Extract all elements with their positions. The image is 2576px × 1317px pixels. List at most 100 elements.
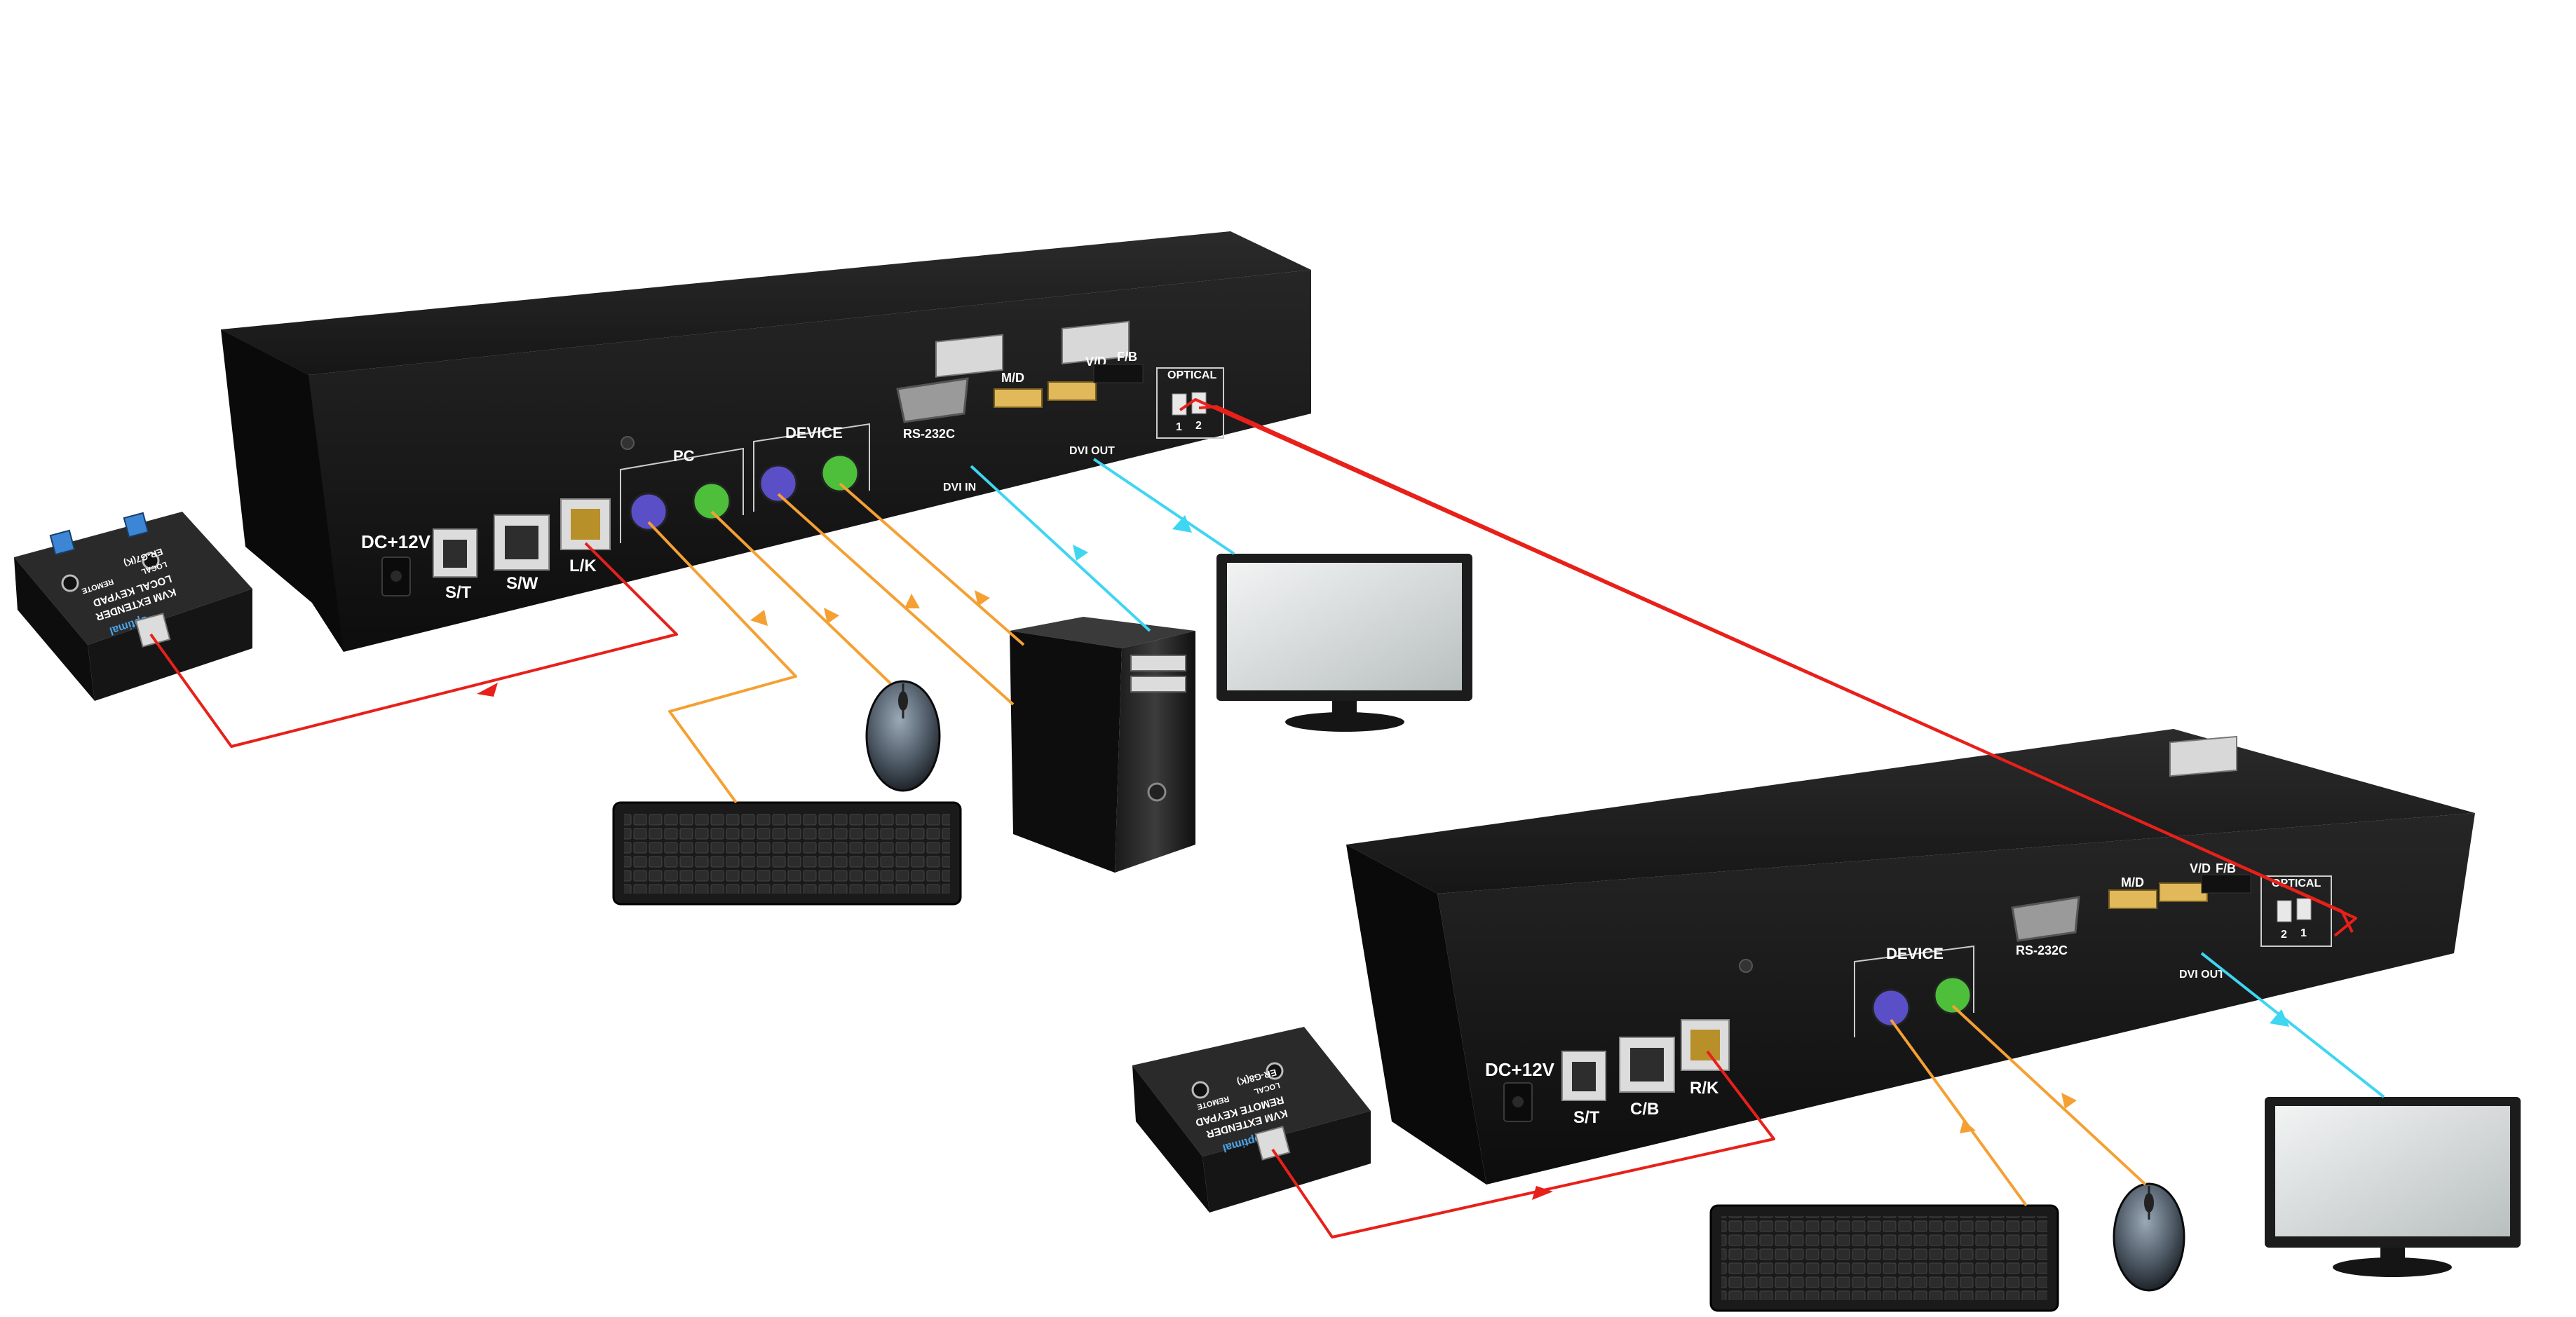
- local-port-lk-jack: [571, 509, 600, 540]
- dvi-out-to-local-monitor-cable-arrow: [1172, 515, 1192, 533]
- local-mouse-cable: [710, 510, 892, 685]
- remote-unit-side: [1346, 845, 1486, 1185]
- remote-optical-port-2[interactable]: [2277, 900, 2292, 922]
- local-device-group-frame: [753, 423, 870, 512]
- remote-device-group-frame: [1854, 945, 1974, 1037]
- local-optical-label: OPTICAL: [1167, 369, 1216, 381]
- remote-dvi-out-label: DVI OUT: [2179, 969, 2225, 981]
- remote-optical-port-1[interactable]: [2296, 898, 2312, 920]
- remote-optical-port-1-label: 1: [2300, 927, 2307, 939]
- remote-md-label: M/D: [2121, 875, 2144, 889]
- local-pc-ps2-mouse-port[interactable]: [692, 482, 731, 521]
- remote-mouse-body: [2113, 1182, 2185, 1292]
- local-rs232-port[interactable]: [896, 377, 969, 423]
- pc-to-device-kbd-cable-arrow: [904, 594, 920, 608]
- remote-md-port[interactable]: [2108, 889, 2157, 909]
- local-pc-group-label: PC: [673, 447, 695, 465]
- pc-power-button[interactable]: [1147, 782, 1167, 802]
- screw: [1739, 959, 1753, 973]
- local-keypad-cable: [149, 542, 678, 748]
- pc-drive-bay-1: [1130, 655, 1186, 671]
- remote-port-st-label: S/T: [1573, 1108, 1600, 1127]
- local-port-lk-label: L/K: [569, 557, 597, 575]
- local-dvi-in-label: DVI IN: [943, 482, 976, 493]
- local-power-jack-pin: [391, 571, 402, 582]
- pc-drive-bay-2: [1130, 676, 1186, 692]
- local-pc-group-frame: [620, 447, 744, 543]
- local-port-st-label: S/T: [445, 583, 472, 602]
- local-pc-ps2-keyboard-port[interactable]: [629, 492, 668, 531]
- pc-tower: [1010, 617, 1195, 873]
- local-rs232-label: RS-232C: [903, 427, 955, 441]
- local-dvi-out-port[interactable]: [1062, 320, 1130, 364]
- remote-port-cb-label: C/B: [1630, 1100, 1659, 1119]
- pc-to-device-kbd-cable: [777, 493, 1015, 706]
- local-keypad-button-local[interactable]: [49, 529, 76, 556]
- remote-port-rk-jack: [1690, 1030, 1720, 1060]
- remote-optical-frame: [2260, 875, 2332, 947]
- remote-mouse-cable-arrow: [2061, 1093, 2077, 1109]
- remote-device-ps2-mouse-port[interactable]: [1933, 976, 1972, 1015]
- local-keypad-led-2: [142, 552, 160, 570]
- local-mouse-cable-arrow: [824, 608, 839, 624]
- remote-mouse-wheel: [2144, 1193, 2154, 1213]
- remote-device-group-label: DEVICE: [1886, 945, 1944, 962]
- local-optical-port-2-label: 2: [1195, 420, 1202, 432]
- remote-mouse: [2113, 1182, 2185, 1292]
- remote-keypad-cable: [1271, 1050, 1775, 1238]
- remote-power-jack-pin: [1512, 1096, 1524, 1107]
- local-extender-unit: DC+12V S/T S/W L/K PC DEVICE RS-232C DVI…: [221, 231, 1311, 652]
- local-port-st-jack: [443, 540, 467, 568]
- local-md-port[interactable]: [994, 388, 1043, 408]
- local-monitor-neck: [1332, 701, 1357, 715]
- remote-monitor-screen: [2275, 1106, 2510, 1236]
- remote-dvi-out-port[interactable]: [2169, 735, 2237, 777]
- local-device-ps2-mouse-port[interactable]: [820, 453, 860, 493]
- remote-vd-port[interactable]: [2159, 882, 2208, 902]
- remote-extender-unit: DC+12V S/T C/B R/K DEVICE RS-232C M/D V/…: [1346, 729, 2475, 1185]
- local-mouse: [865, 680, 941, 792]
- local-vd-port[interactable]: [1048, 381, 1097, 401]
- local-keyboard: [612, 801, 962, 906]
- remote-monitor-stand: [2333, 1257, 2452, 1277]
- local-device-ps2-keyboard-port[interactable]: [759, 464, 798, 503]
- remote-optical-port-2-label: 2: [2281, 929, 2287, 941]
- local-dvi-out-label: DVI OUT: [1069, 445, 1115, 457]
- local-keypad-side: [14, 557, 95, 701]
- local-power-label: DC+12V: [361, 531, 431, 552]
- local-port-sw-jack: [505, 526, 538, 559]
- remote-device-ps2-keyboard-port[interactable]: [1871, 988, 1911, 1028]
- remote-rs232-label: RS-232C: [2016, 943, 2068, 957]
- remote-keypad-top: [1132, 1027, 1371, 1156]
- local-unit-front: [221, 270, 1311, 652]
- local-port-sw-label: S/W: [506, 574, 538, 593]
- local-md-label: M/D: [1001, 371, 1024, 385]
- remote-keyboard-keys: [1721, 1216, 2047, 1300]
- local-device-group-label: DEVICE: [785, 424, 843, 442]
- local-dvi-in-port[interactable]: [935, 334, 1003, 378]
- remote-power-label: DC+12V: [1485, 1059, 1555, 1080]
- local-mouse-body: [865, 680, 941, 792]
- remote-keyboard-cable-arrow: [1960, 1120, 1976, 1133]
- local-fb-connector: [1093, 364, 1144, 383]
- local-keypad-led-1: [61, 574, 79, 592]
- local-optical-port-1[interactable]: [1172, 393, 1187, 416]
- remote-port-st[interactable]: [1561, 1051, 1606, 1101]
- pc-to-device-mouse-cable-arrow: [975, 590, 990, 606]
- dvi-out-to-remote-monitor-cable-arrow: [2270, 1009, 2289, 1027]
- remote-rs232-port[interactable]: [2011, 896, 2080, 942]
- remote-port-cb-jack: [1630, 1048, 1664, 1081]
- pc-tower-top: [1010, 617, 1195, 648]
- remote-vd-label: V/D: [2190, 861, 2211, 875]
- remote-fb-connector: [2201, 874, 2251, 894]
- local-keypad: optimal KVM EXTENDER LOCAL KEYPAD LOCAL …: [14, 512, 252, 701]
- local-keypad-front: [88, 589, 252, 701]
- remote-keypad-led-1: [1191, 1081, 1209, 1099]
- local-keyboard-cable: [647, 521, 797, 804]
- pc-to-device-mouse-cable: [839, 482, 1025, 646]
- local-keyboard-keys: [624, 813, 950, 894]
- local-optical-frame: [1156, 367, 1224, 439]
- remote-keypad-side: [1132, 1065, 1209, 1213]
- local-keypad-button-remote[interactable]: [123, 512, 149, 538]
